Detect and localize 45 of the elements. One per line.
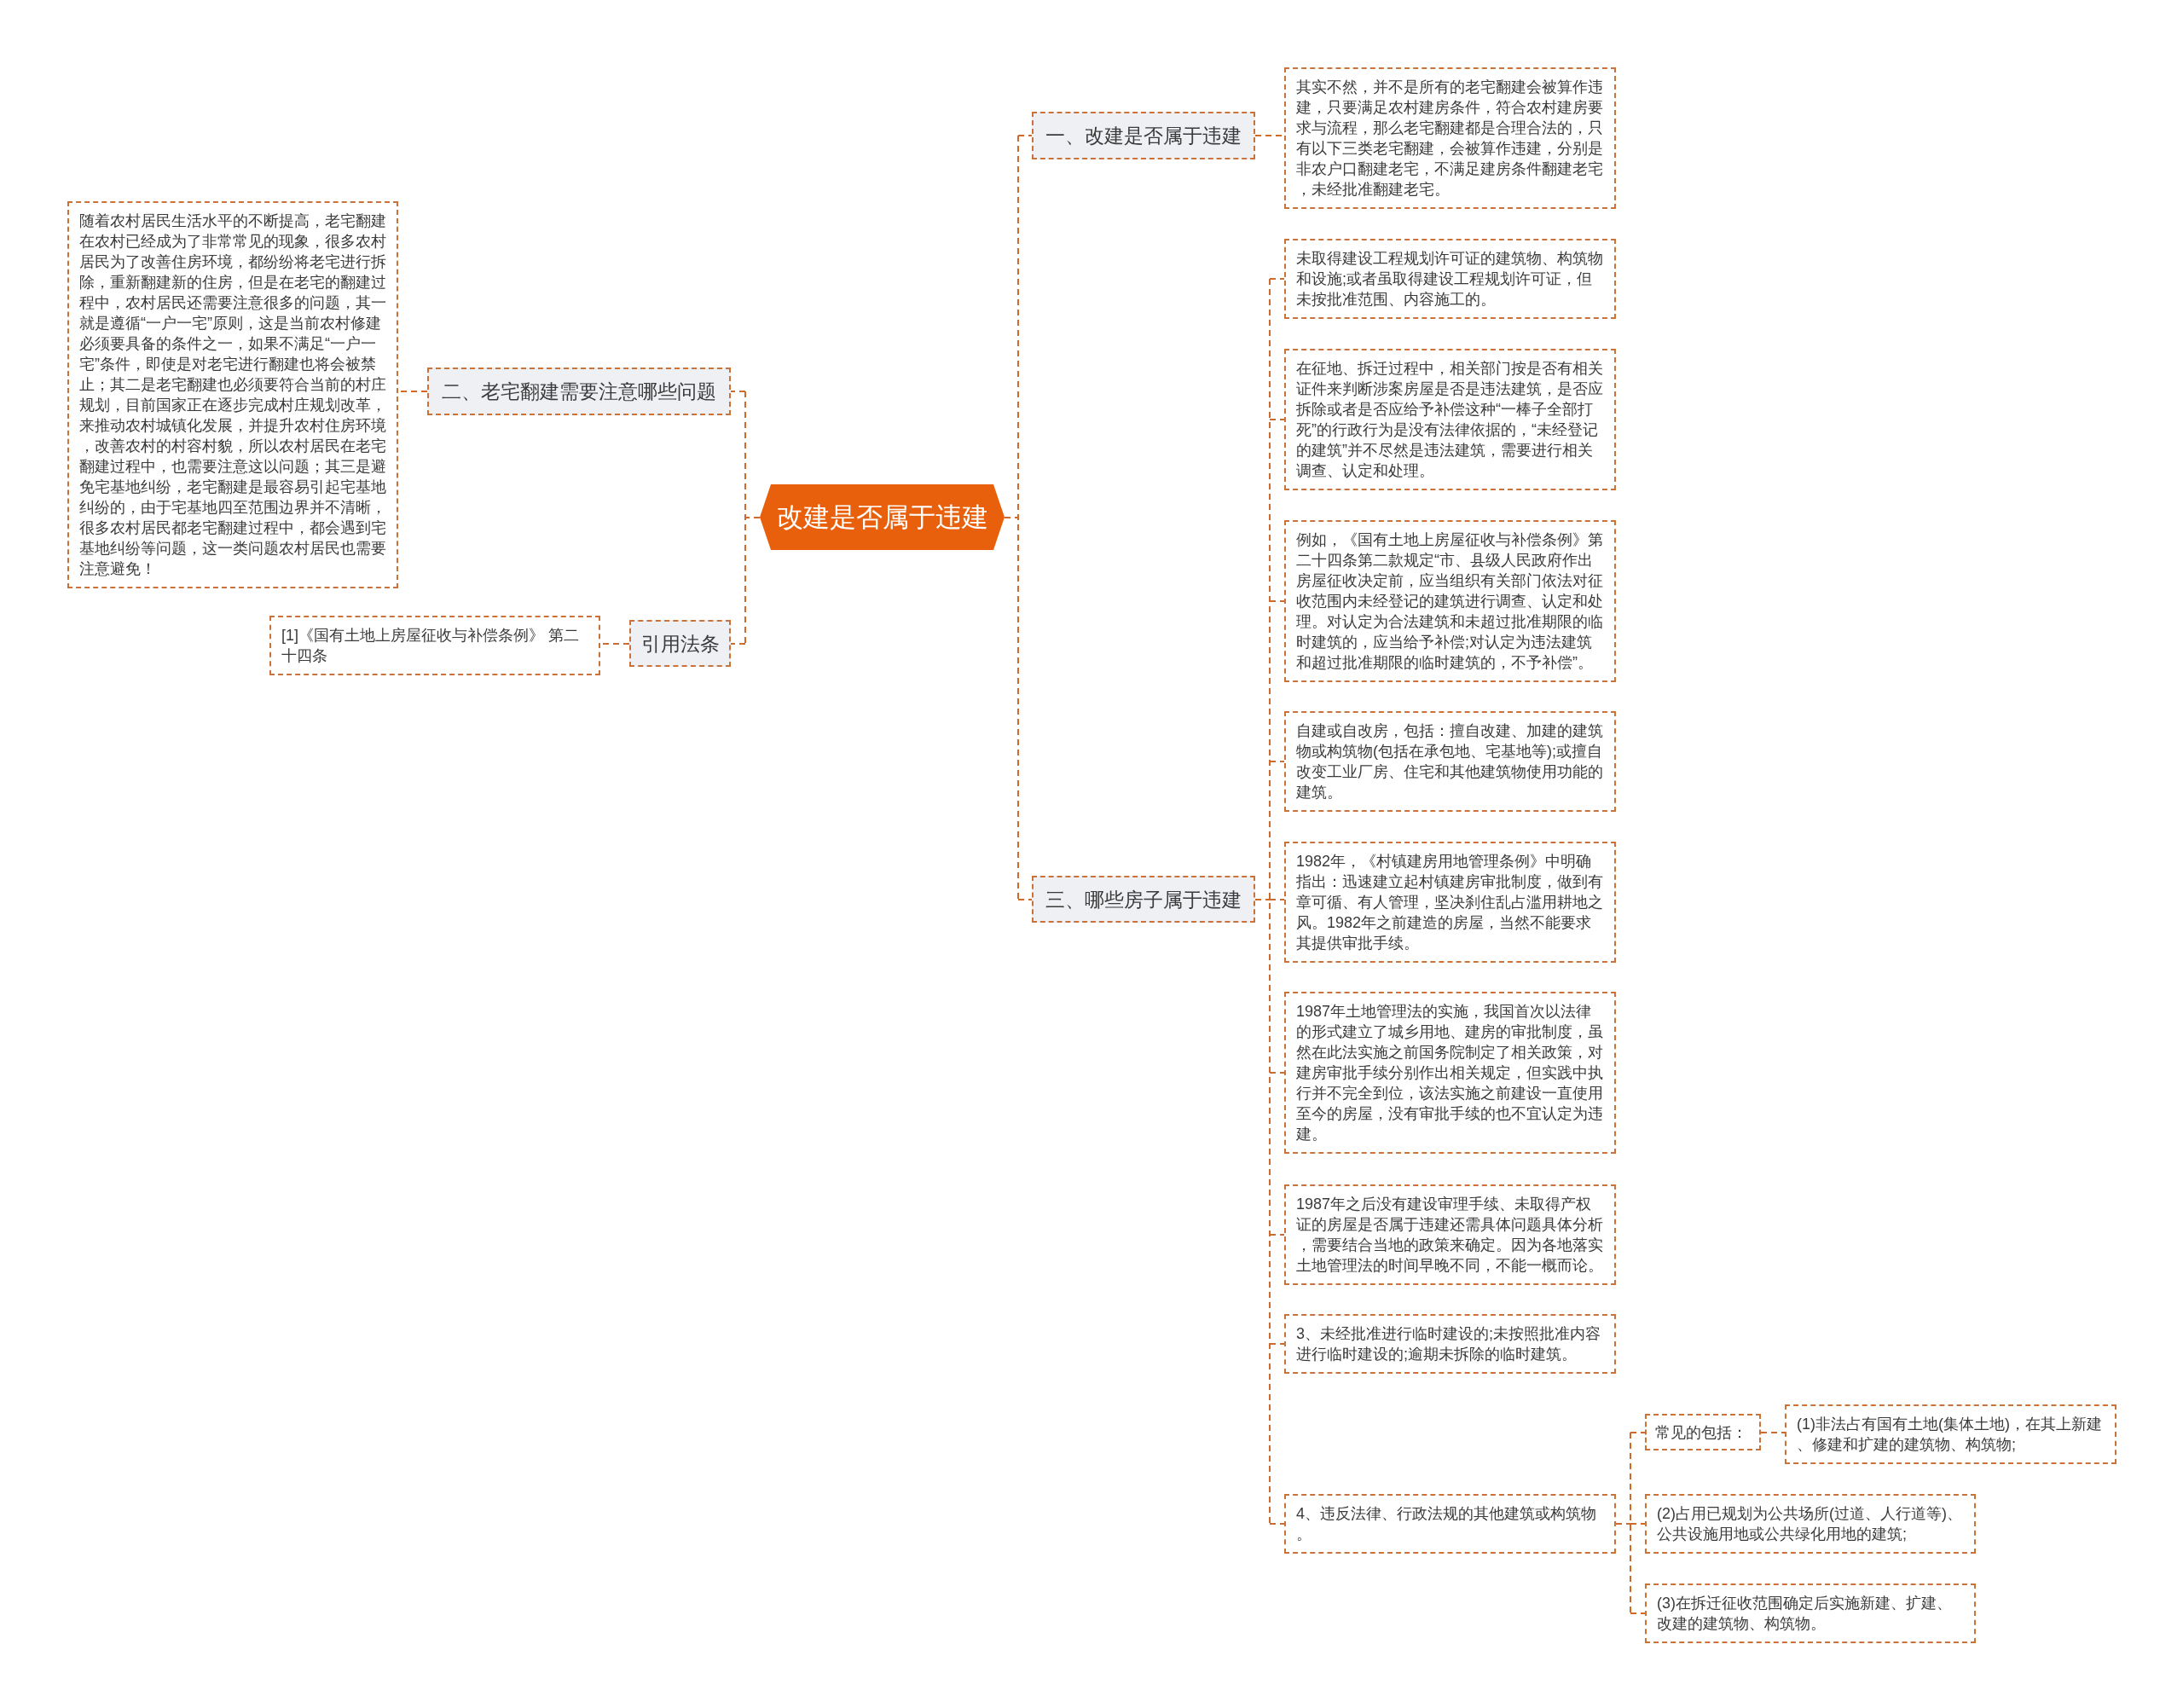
note-text: 1982年，《村镇建房用地管理条例》中明确指出：迅速建立起村镇建房审批制度，做到有章可循、有人管理，坚决刹住乱占滥用耕地之风。1982年之前建造的房屋，当然不能要求其提供审批手续。	[1296, 852, 1604, 953]
note-text: 自建或自改房，包括：擅自改建、加建的建筑物或构筑物(包括在承包地、宅基地等);或擅自改变工业厂房、住宅和其他建筑物使用功能的建筑。	[1296, 721, 1604, 802]
note-box	[1284, 1184, 1616, 1285]
note-text: (2)占用已规划为公共场所(过道、人行道等)、公共设施用地或公共绿化用地的建筑;	[1657, 1504, 1963, 1544]
note-box	[1284, 992, 1616, 1154]
note-box	[1645, 1414, 1761, 1450]
connector-line	[1254, 278, 1285, 1525]
note-box	[269, 616, 600, 675]
connector-line	[1760, 1432, 1786, 1433]
note-text: 3、未经批准进行临时建设的;未按照批准内容进行临时建设的;逾期未拆除的临时建筑。	[1296, 1324, 1601, 1364]
note-box	[1645, 1584, 1976, 1643]
note-box	[1284, 349, 1616, 490]
note-text: 其实不然，并不是所有的老宅翻建会被算作违建，只要满足农村建房条件，符合农村建房要求与流程，那么老宅翻建都是合理合法的，只有以下三类老宅翻建，会被算作违建，分别是非农户口翻建老宅，不满足建房条件翻建老宅，未经批准翻建老宅。	[1296, 78, 1604, 200]
note-text: (3)在拆迁征收范围确定后实施新建、扩建、改建的建筑物、构筑物。	[1657, 1594, 1953, 1634]
note-box	[1284, 711, 1616, 812]
note-text: (1)非法占有国有土地(集体土地)，在其上新建、修建和扩建的建筑物、构筑物;	[1797, 1415, 2103, 1455]
topic-text: 引用法条	[640, 631, 720, 657]
central-topic-text: 改建是否属于违建	[776, 501, 988, 534]
connector-line	[730, 391, 761, 645]
topic-box	[1032, 876, 1255, 923]
note-text: 随着农村居民生活水平的不断提高，老宅翻建在农村已经成为了非常常见的现象，很多农村居民为了改善住房环境，都纷纷将老宅进行拆除，重新翻建新的住房，但是在老宅的翻建过程中，农村居民还需要注意很多的问题，其一就是遵循“一户一宅”原则，这是当前农村修建必须要具备的条件之一，如果不满足“一户一宅”条件，即使是对老宅进行翻建也将会被禁止；其二是老宅翻建也必须要符合当前的村庄规划，目前国家正在逐步完成村庄规划改革，来推动农村城镇化发展，并提升农村住房环境，改善农村的村容村貌，所以农村居民在老宅翻建过程中，也需要注意这以问题；其三是避免宅基地纠纷，老宅翻建是最容易引起宅基地纠纷的，由于宅基地四至范围边界并不清晰，很多农村居民都老宅翻建过程中，都会遇到宅基地纠纷等问题，这一类问题农村居民也需要注意避免！	[79, 211, 386, 579]
note-box	[1645, 1494, 1976, 1554]
note-box	[1284, 520, 1616, 682]
note-box	[1284, 1314, 1616, 1374]
connector-line	[1004, 135, 1033, 900]
topic-box	[629, 620, 731, 667]
note-box	[1284, 67, 1616, 209]
topic-text: 三、哪些房子属于违建	[1045, 887, 1242, 912]
topic-text: 二、老宅翻建需要注意哪些问题	[442, 379, 716, 404]
connector-line	[1615, 1432, 1646, 1614]
topic-box	[427, 368, 731, 415]
note-box	[1284, 239, 1616, 319]
note-box	[1785, 1404, 2116, 1464]
note-text: 常见的包括：	[1655, 1422, 1747, 1443]
note-text: 1987年之后没有建设审理手续、未取得产权证的房屋是否属于违建还需具体问题具体分析，需要结合当地的政策来确定。因为各地落实土地管理法的时间早晚不同，不能一概而论。	[1296, 1195, 1604, 1276]
note-text: 未取得建设工程规划许可证的建筑物、构筑物和设施;或者虽取得建设工程规划许可证，但未按批准范围、内容施工的。	[1296, 249, 1604, 310]
note-text: 4、违反法律、行政法规的其他建筑或构筑物。	[1296, 1504, 1597, 1544]
note-text: 例如，《国有土地上房屋征收与补偿条例》第二十四条第二款规定“市、县级人民政府作出房屋征收决定前，应当组织有关部门依法对征收范围内未经登记的建筑进行调查、认定和处理。对认定为合法建筑和未超过批准期限的临时建筑的，应当给予补偿;对认定为违法建筑和超过批准期限的临时建筑的，不予补偿”。	[1296, 530, 1604, 673]
topic-text: 一、改建是否属于违建	[1045, 124, 1242, 148]
note-box	[1284, 842, 1616, 963]
note-box	[1284, 1494, 1616, 1554]
topic-box	[1032, 112, 1255, 159]
note-text: 在征地、拆迁过程中，相关部门按是否有相关证件来判断涉案房屋是否是违法建筑，是否应拆除或者是否应给予补偿这种“一棒子全部打死”的行政行为是没有法律依据的，“未经登记的建筑”并不尽然是违法建筑，需要进行相关调查、认定和处理。	[1296, 359, 1604, 481]
note-text: 1987年土地管理法的实施，我国首次以法律的形式建立了城乡用地、建房的审批制度，虽然在此法实施之前国务院制定了相关政策，对建房审批手续分别作出相关规定，但实践中执行并不完全到位，该法实施之前建设一直使用至今的房屋，没有审批手续的也不宜认定为违建。	[1296, 1002, 1604, 1144]
note-text: [1]《国有土地上房屋征收与补偿条例》 第二十四条	[281, 626, 580, 666]
